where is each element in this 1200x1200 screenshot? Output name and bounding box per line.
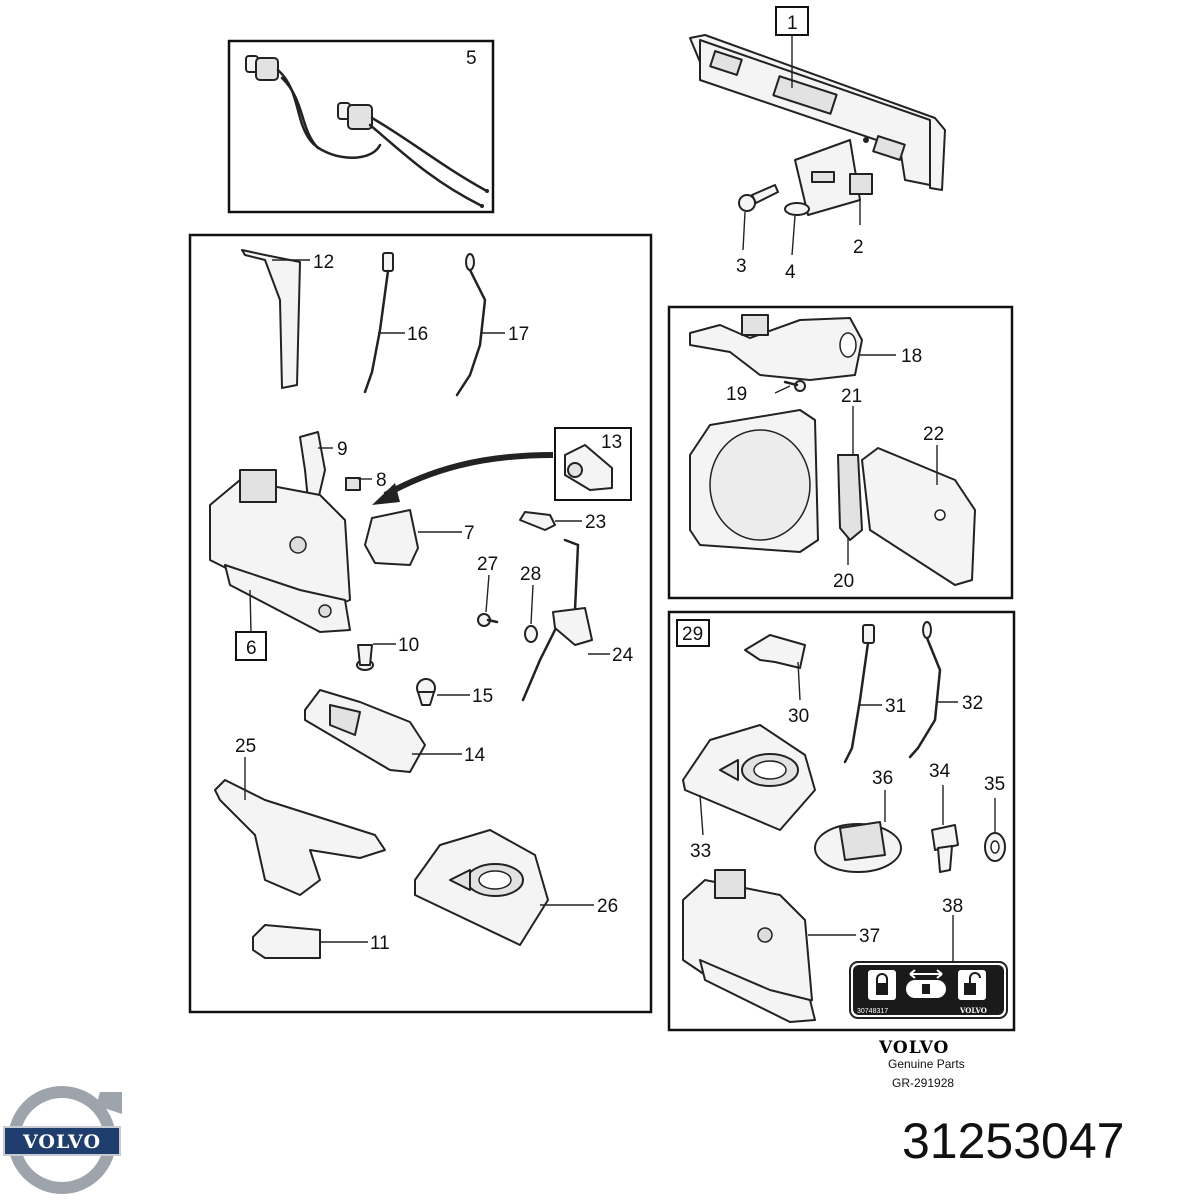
frame-part-5 (227, 39, 495, 214)
strap-12 (241, 249, 301, 389)
switch-13 (564, 444, 613, 491)
lock-37 (682, 869, 816, 1023)
callout-13: 13 (601, 432, 622, 453)
double-arrow-icon (909, 969, 943, 979)
screw-27 (477, 613, 499, 627)
rod-32 (908, 621, 942, 759)
bolt-34 (931, 824, 959, 873)
fuel-door-22 (861, 447, 976, 586)
frame-fuel-door (667, 305, 1014, 600)
logo-wordmark: VOLVO (22, 1131, 101, 1153)
detail-arrowhead (372, 483, 400, 505)
callout-19: 19 (726, 384, 747, 405)
fuel-door-bracket-21 (689, 409, 819, 553)
callout-6: 6 (246, 638, 257, 659)
unlock-symbol-icon (964, 983, 976, 995)
callout-31: 31 (885, 696, 906, 717)
callout-23: 23 (585, 512, 606, 533)
latch-plate-14 (304, 689, 426, 773)
bracket-25 (214, 779, 386, 896)
callout-10: 10 (398, 635, 419, 656)
washer-28 (524, 625, 538, 643)
callout-14: 14 (464, 745, 486, 766)
screw-3 (738, 184, 779, 212)
detail-arrow (383, 452, 554, 498)
callout-3: 3 (736, 256, 747, 277)
screw-19 (783, 380, 806, 392)
callout-26: 26 (597, 896, 618, 917)
lock-6 (209, 469, 351, 633)
callout-21: 21 (841, 386, 862, 407)
bolt-10 (356, 644, 374, 671)
callout-24: 24 (612, 645, 634, 666)
footer-brand: VOLVO (878, 1038, 949, 1058)
rod-17 (455, 253, 487, 397)
control-unit-7 (364, 509, 419, 566)
callout-28: 28 (520, 564, 541, 585)
clip-4 (784, 202, 810, 216)
callout-22: 22 (923, 424, 944, 445)
part-number: 31253047 (902, 1113, 1124, 1169)
callout-8: 8 (376, 470, 387, 491)
volvo-logo: VOLVO (3, 1086, 122, 1194)
lock-symbol-icon (876, 983, 888, 995)
callout-29: 29 (682, 624, 703, 645)
detail-box-13 (554, 427, 632, 501)
callout-4: 4 (785, 262, 796, 283)
cover-plate-33 (682, 724, 816, 831)
callout-5: 5 (466, 48, 477, 69)
frame-lock-assembly (188, 233, 653, 1014)
callout-30: 30 (788, 706, 809, 727)
logo-arrow-icon (96, 1092, 122, 1114)
screw-15 (416, 678, 436, 706)
callout-15: 15 (472, 686, 493, 707)
callout-33: 33 (690, 841, 711, 862)
wiring-harness (245, 55, 489, 208)
actuator-9 (299, 431, 326, 501)
label-brand: VOLVO (959, 1006, 987, 1015)
connector-8 (345, 477, 361, 491)
warning-label-38: 30748317 VOLVO (849, 961, 1008, 1019)
mount-bracket (794, 139, 873, 216)
callout-34: 34 (929, 761, 951, 782)
callout-9: 9 (337, 439, 348, 460)
callout-35: 35 (984, 774, 1005, 795)
callout-2: 2 (853, 237, 864, 258)
callout-27: 27 (477, 554, 498, 575)
footer-subtitle: Genuine Parts (888, 1057, 965, 1071)
callout-16: 16 (407, 324, 428, 345)
rod-31 (843, 624, 875, 764)
footer-ref: GR-291928 (892, 1076, 954, 1090)
callout-37: 37 (859, 926, 880, 947)
callout-7: 7 (464, 523, 475, 544)
callout-38: 38 (942, 896, 963, 917)
handle-panel (689, 34, 946, 191)
callout-29-box (676, 619, 710, 647)
bracket-24 (521, 538, 593, 702)
hinge-20 (837, 454, 863, 541)
callout-12: 12 (313, 252, 334, 273)
rod-16 (363, 252, 394, 394)
connector-11 (252, 924, 321, 959)
callout-32: 32 (962, 693, 983, 714)
callout-18: 18 (901, 346, 922, 367)
clip-30 (744, 634, 806, 669)
housing-18 (689, 314, 863, 381)
callout-25: 25 (235, 736, 256, 757)
grommet-36 (814, 821, 902, 873)
callout-1: 1 (787, 13, 798, 34)
clip-23 (519, 511, 556, 531)
label-code: 30748317 (857, 1008, 888, 1015)
callout-36: 36 (872, 768, 893, 789)
washer-35 (984, 832, 1006, 862)
callout-17: 17 (508, 324, 529, 345)
callout-20: 20 (833, 571, 854, 592)
callout-11: 11 (370, 933, 390, 954)
frame-kit-29 (667, 610, 1016, 1032)
cover-plate-26 (414, 829, 549, 946)
